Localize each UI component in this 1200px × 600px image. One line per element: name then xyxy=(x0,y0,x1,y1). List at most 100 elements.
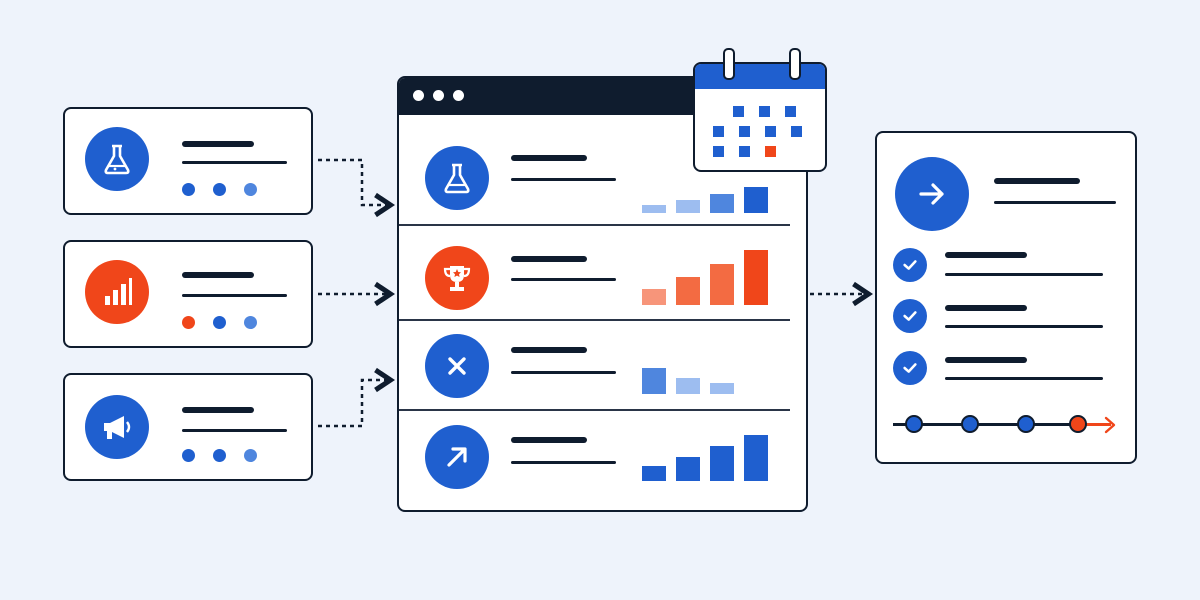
list-row[interactable] xyxy=(399,411,806,512)
chart-bar xyxy=(710,264,734,305)
row-subtext-line xyxy=(511,461,616,464)
chart-bar xyxy=(676,457,700,481)
calendar-day xyxy=(791,126,802,137)
status-dot xyxy=(244,449,257,462)
calendar-day xyxy=(739,126,750,137)
chart-bar xyxy=(710,194,734,213)
card-heading-line xyxy=(182,141,254,147)
mini-bar-chart xyxy=(639,433,774,481)
row-subtext-line xyxy=(511,371,616,374)
calendar-header xyxy=(695,64,825,89)
chart-bar xyxy=(676,200,700,213)
row-divider xyxy=(399,409,790,411)
check-icon xyxy=(893,351,927,385)
chart-bar xyxy=(710,446,734,481)
chart-bar xyxy=(642,289,666,305)
chart-bar xyxy=(642,368,666,394)
card-heading-line xyxy=(182,272,254,278)
megaphone-icon xyxy=(85,395,149,459)
status-dot xyxy=(244,316,257,329)
chart-bar xyxy=(676,378,700,394)
window-control-dot[interactable] xyxy=(453,90,464,101)
window-control-dot[interactable] xyxy=(433,90,444,101)
connector-megaphone-to-window xyxy=(318,367,396,428)
calendar-icon[interactable] xyxy=(693,48,827,172)
checklist-subtext-line xyxy=(945,273,1103,276)
status-dot xyxy=(182,183,195,196)
status-dot xyxy=(182,316,195,329)
card-subtext-line xyxy=(182,161,287,164)
mini-bar-chart xyxy=(639,250,774,305)
checklist-heading-line xyxy=(945,305,1027,311)
chart-bar xyxy=(744,250,768,305)
calendar-ring xyxy=(789,48,801,80)
connector-flask-to-window xyxy=(318,158,396,218)
checklist-item[interactable] xyxy=(877,297,1135,337)
arrow-up-right-icon xyxy=(425,425,489,489)
row-heading-line xyxy=(511,155,587,161)
row-divider xyxy=(399,319,790,321)
timeline-arrowhead-icon xyxy=(1104,416,1116,434)
calendar-grid xyxy=(713,106,813,166)
input-card-flask[interactable] xyxy=(63,107,313,215)
chart-bar xyxy=(744,435,768,481)
status-dot xyxy=(213,449,226,462)
list-row[interactable] xyxy=(399,226,806,318)
row-heading-line xyxy=(511,437,587,443)
calendar-day xyxy=(733,106,744,117)
calendar-day xyxy=(739,146,750,157)
calendar-day xyxy=(785,106,796,117)
chart-bar xyxy=(642,205,666,213)
timeline-step[interactable] xyxy=(905,415,923,433)
check-icon xyxy=(893,299,927,333)
calendar-day xyxy=(759,106,770,117)
close-icon xyxy=(425,334,489,398)
arrow-right-icon[interactable] xyxy=(895,157,969,231)
chart-bar xyxy=(642,466,666,481)
status-dot xyxy=(213,183,226,196)
row-subtext-line xyxy=(511,178,616,181)
chart-bar xyxy=(710,383,734,394)
checklist-subtext-line xyxy=(945,377,1103,380)
checklist-item[interactable] xyxy=(877,349,1135,389)
card-heading-line xyxy=(182,407,254,413)
calendar-day-highlight xyxy=(765,146,776,157)
flask-icon xyxy=(85,127,149,191)
input-card-chart[interactable] xyxy=(63,240,313,348)
list-row[interactable] xyxy=(399,321,806,409)
checklist-subtext-line xyxy=(945,325,1103,328)
row-heading-line xyxy=(511,256,587,262)
row-divider xyxy=(399,224,790,226)
output-card[interactable] xyxy=(875,131,1137,464)
checklist-heading-line xyxy=(945,252,1027,258)
timeline-step[interactable] xyxy=(1017,415,1035,433)
row-subtext-line xyxy=(511,278,616,281)
output-subtext-line xyxy=(994,201,1116,204)
mini-bar-chart xyxy=(639,366,774,394)
calendar-day xyxy=(713,146,724,157)
mini-bar-chart xyxy=(639,511,774,512)
timeline-arrow-track xyxy=(1083,423,1111,426)
card-subtext-line xyxy=(182,429,287,432)
card-subtext-line xyxy=(182,294,287,297)
progress-timeline xyxy=(893,414,1123,436)
bar-chart-icon xyxy=(85,260,149,324)
calendar-day xyxy=(765,126,776,137)
mini-bar-chart xyxy=(639,178,774,213)
checklist-item[interactable] xyxy=(877,246,1135,286)
calendar-day xyxy=(713,126,724,137)
timeline-step-current[interactable] xyxy=(1069,415,1087,433)
timeline-step[interactable] xyxy=(961,415,979,433)
checklist-heading-line xyxy=(945,357,1027,363)
check-icon xyxy=(893,248,927,282)
status-dot xyxy=(213,316,226,329)
chart-bar xyxy=(744,187,768,213)
flask-icon xyxy=(425,146,489,210)
calendar-ring xyxy=(723,48,735,80)
list-row[interactable] xyxy=(399,118,806,223)
window-control-dot[interactable] xyxy=(413,90,424,101)
row-heading-line xyxy=(511,347,587,353)
input-card-megaphone[interactable] xyxy=(63,373,313,481)
status-dot xyxy=(244,183,257,196)
